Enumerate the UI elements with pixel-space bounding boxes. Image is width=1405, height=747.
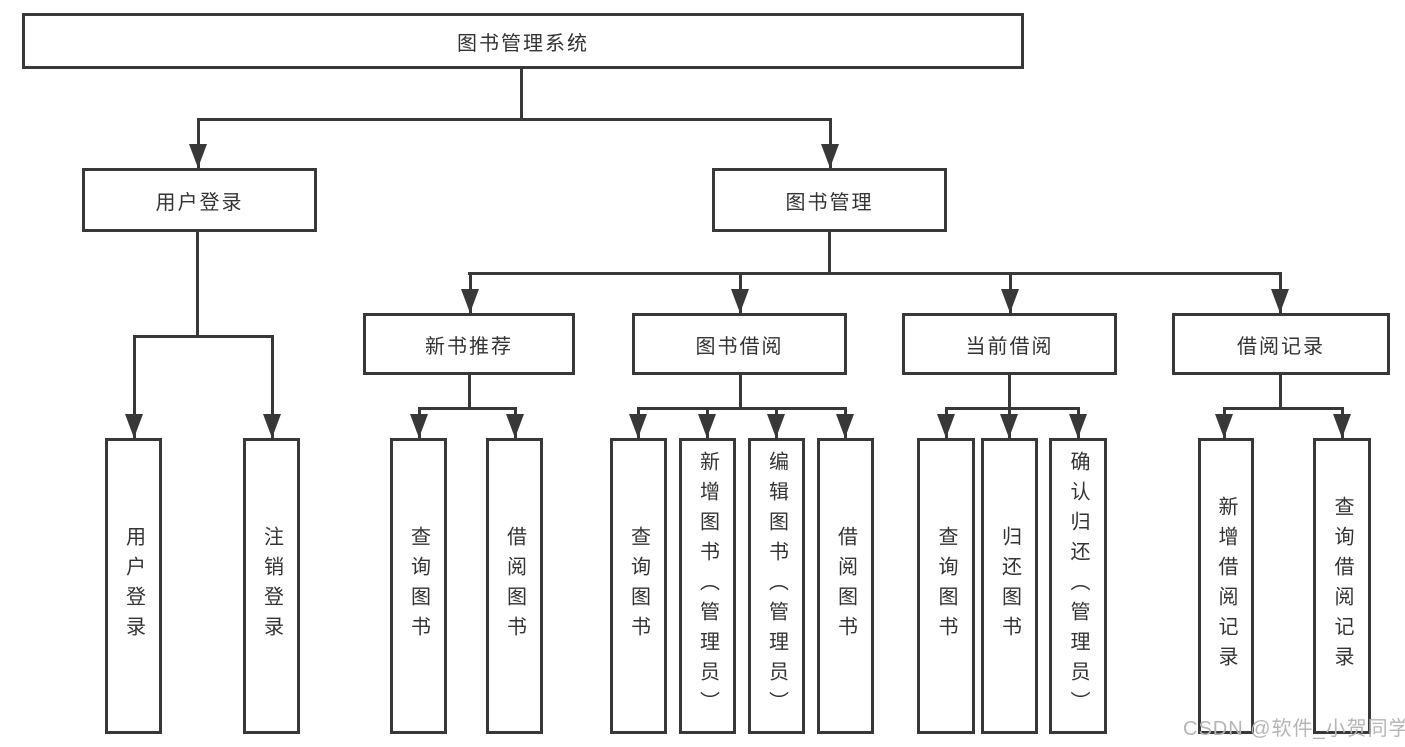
leaf-node-label: 归还图书 <box>998 526 1021 646</box>
arrow-to-current-borrow <box>1001 275 1019 313</box>
module-node-book-borrow: 图书借阅 <box>632 313 847 375</box>
module-node-current-borrow: 当前借阅 <box>902 313 1117 375</box>
root-node-library-system: 图书管理系统 <box>22 13 1024 69</box>
arrow-to-leaf <box>506 410 524 438</box>
module-node-label: 图书借阅 <box>695 335 784 358</box>
arrow-to-leaf <box>698 410 716 438</box>
branch-node-user-login: 用户登录 <box>82 168 317 232</box>
connector-borrow-records-rail <box>1223 407 1344 410</box>
leaf-node-borrow-books: 借阅图书 <box>817 438 874 734</box>
leaf-node-add-borrow-record: 新增借阅记录 <box>1198 438 1254 734</box>
branch-node-book-management: 图书管理 <box>712 168 947 232</box>
module-node-borrow-records: 借阅记录 <box>1172 313 1390 375</box>
leaf-node-add-books-admin: 新增图书（管理员） <box>679 438 736 734</box>
leaf-node-label: 借阅图书 <box>834 526 857 646</box>
root-node-label: 图书管理系统 <box>457 32 589 55</box>
connector-root-stem <box>520 69 523 118</box>
leaf-node-label: 新增借阅记录 <box>1215 496 1237 676</box>
leaf-node-label: 查询图书 <box>935 526 957 646</box>
arrow-to-leaf <box>263 338 281 438</box>
leaf-node-label: 注销登录 <box>260 526 283 646</box>
connector-book-management-stem <box>828 232 831 275</box>
arrow-to-leaf <box>1333 410 1351 438</box>
connector-level2-rail <box>468 272 1282 275</box>
leaf-node-label: 查询借阅记录 <box>1331 496 1353 676</box>
leaf-node-edit-books-admin: 编辑图书（管理员） <box>748 438 805 734</box>
csdn-watermark: CSDN @软件_小贺同学 <box>1183 718 1405 740</box>
arrow-to-leaf <box>1000 410 1018 438</box>
arrow-to-leaf <box>1069 410 1087 438</box>
connector-book-borrow-stem <box>739 375 742 410</box>
leaf-node-return-books: 归还图书 <box>981 438 1038 734</box>
arrow-to-leaf <box>937 410 955 438</box>
leaf-node-confirm-return-admin: 确认归还（管理员） <box>1049 438 1107 734</box>
leaf-node-query-books-recommend: 查询图书 <box>390 438 447 734</box>
leaf-node-label: 新增图书（管理员） <box>696 451 719 721</box>
leaf-node-logout: 注销登录 <box>243 438 300 734</box>
leaf-node-query-books-borrow: 查询图书 <box>610 438 667 734</box>
arrow-to-leaf <box>767 410 785 438</box>
leaf-node-label: 用户登录 <box>122 526 145 646</box>
arrow-to-leaf <box>1215 410 1233 438</box>
leaf-node-borrow-books-recommend: 借阅图书 <box>486 438 543 734</box>
arrow-to-leaf <box>629 410 647 438</box>
arrow-to-borrow-records <box>1271 275 1289 313</box>
leaf-node-label: 查询图书 <box>627 526 650 646</box>
connector-borrow-records-stem <box>1279 375 1282 410</box>
arrow-to-leaf <box>410 410 428 438</box>
module-node-label: 借阅记录 <box>1237 335 1325 358</box>
branch-node-label: 用户登录 <box>155 191 244 214</box>
connector-book-borrow-rail <box>637 407 847 410</box>
connector-new-book-recommend-rail <box>418 407 517 410</box>
module-node-label: 当前借阅 <box>965 335 1054 358</box>
connector-user-login-rail <box>133 335 274 338</box>
leaf-node-query-books-current: 查询图书 <box>917 438 975 734</box>
arrow-to-leaf <box>836 410 854 438</box>
leaf-node-label: 确认归还（管理员） <box>1067 451 1089 721</box>
module-node-new-book-recommend: 新书推荐 <box>363 313 575 375</box>
leaf-node-label: 查询图书 <box>407 526 430 646</box>
module-node-label: 新书推荐 <box>425 335 513 358</box>
arrow-to-user-login <box>189 121 207 168</box>
leaf-node-label: 编辑图书（管理员） <box>765 451 788 721</box>
connector-new-book-recommend-stem <box>468 375 471 410</box>
arrow-to-book-management <box>821 121 839 168</box>
arrow-to-leaf <box>125 338 143 438</box>
connector-current-borrow-stem <box>1008 375 1011 410</box>
branch-node-label: 图书管理 <box>785 191 874 214</box>
leaf-node-label: 借阅图书 <box>503 526 526 646</box>
connector-current-borrow-rail <box>945 407 1080 410</box>
leaf-node-query-borrow-record: 查询借阅记录 <box>1313 438 1371 734</box>
arrow-to-book-borrow <box>731 275 749 313</box>
connector-user-login-stem <box>196 232 199 338</box>
connector-level1-rail <box>197 118 832 121</box>
leaf-node-user-login: 用户登录 <box>105 438 162 734</box>
arrow-to-new-book-recommend <box>461 275 479 313</box>
